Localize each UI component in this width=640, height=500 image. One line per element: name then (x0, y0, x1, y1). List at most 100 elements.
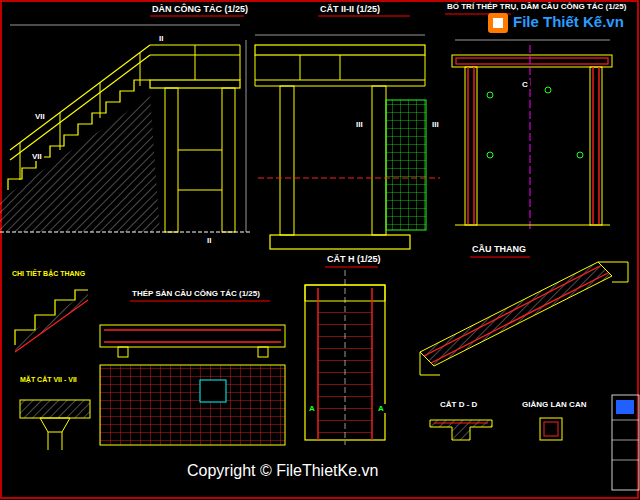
column-rebar (473, 67, 474, 225)
rib-section (40, 418, 70, 432)
view-title: CẦU THANG (470, 244, 528, 254)
section-mark: II (157, 34, 165, 43)
column-rebar (467, 67, 468, 225)
brace-section (540, 418, 562, 440)
rail-section (430, 420, 492, 440)
step-profile (15, 290, 88, 345)
rail-post (300, 55, 301, 80)
section-mark: C (520, 80, 530, 89)
title-underline (130, 301, 270, 302)
beam-rebar (456, 58, 608, 64)
rib-section (62, 432, 63, 450)
column (222, 88, 235, 232)
stair-rebar (420, 257, 628, 375)
hand-rail (10, 45, 150, 150)
slab-rebar (15, 300, 88, 352)
section-mark: A (376, 404, 386, 413)
view-title: BỐ TRÍ THÉP TRỤ, DẦM CẦU CÔNG TÁC (1/25) (445, 2, 628, 11)
rib-section (48, 432, 49, 450)
watermark: Copyright © FileThietKe.vn (185, 462, 380, 480)
callout-box (200, 380, 226, 402)
section-mark: III (430, 120, 441, 129)
section-mark: VII (33, 112, 47, 121)
support (258, 347, 268, 357)
column (372, 86, 386, 235)
tie-beam (178, 150, 222, 151)
rail-post (195, 45, 196, 80)
title-block (612, 395, 639, 490)
top-rebar (104, 329, 281, 330)
column-beam-rebar (445, 14, 612, 230)
title-block-row (612, 440, 639, 441)
view-title: CẮT II-II (1/25) (318, 4, 382, 14)
rebar-marker (545, 87, 551, 93)
title-block-logo (616, 400, 634, 414)
center-line (530, 45, 531, 230)
rail-rebar (434, 423, 488, 424)
deck-beam (100, 325, 285, 347)
title-block-frame (612, 395, 639, 490)
landing (598, 262, 628, 282)
title-block-row (612, 460, 639, 461)
section-mark: II (205, 236, 213, 245)
beam-outline (452, 55, 612, 67)
column (165, 88, 178, 232)
title-underline (325, 267, 378, 268)
dimension-line (246, 40, 247, 232)
rail-post (20, 143, 21, 180)
view-title: GIẰNG LAN CAN (520, 400, 588, 409)
title-underline (318, 16, 410, 17)
tie-beam (178, 190, 222, 191)
ground-line (0, 232, 250, 233)
top-rail (255, 45, 425, 55)
center-line (345, 270, 346, 445)
water-level (258, 178, 440, 179)
support (118, 347, 128, 357)
title-underline (470, 257, 530, 258)
column-rebar (592, 67, 593, 225)
column-outline (590, 67, 602, 225)
main-rebar (317, 288, 318, 440)
footing (270, 235, 410, 249)
platform-slab (150, 80, 240, 88)
column-rebar (598, 67, 599, 225)
section-2-2 (255, 16, 440, 249)
slab-mesh (100, 365, 285, 445)
base-line (455, 225, 610, 226)
rail-post (255, 55, 256, 86)
column (280, 86, 294, 235)
watermark-icon (493, 18, 503, 28)
view-title: CẮT H (1/25) (325, 254, 383, 264)
brace-rebar (544, 422, 558, 436)
section-h (305, 267, 385, 445)
title-underline (150, 16, 244, 17)
watermark: File Thiết Kế.vn (511, 13, 626, 30)
dimension-line (455, 40, 610, 41)
step-hatch (15, 292, 88, 352)
hand-rail (10, 55, 150, 160)
rail-post (240, 45, 241, 80)
rail-post (425, 55, 426, 86)
stair-step-detail (15, 290, 88, 352)
section-mark: III (354, 120, 365, 129)
main-rebar (371, 288, 372, 440)
stair-slab (420, 262, 612, 366)
watermark-icon (488, 13, 508, 33)
ladder-grid (386, 100, 426, 230)
bottom-rebar (104, 341, 281, 342)
view-title: MẶT CẮT VII - VII (18, 376, 79, 384)
working-platform-elevation (0, 16, 250, 232)
column-outline (465, 67, 477, 225)
rebar-marker (577, 152, 583, 158)
view-title: THÉP SÀN CẦU CÔNG TÁC (1/25) (130, 289, 262, 298)
stair-base (420, 352, 440, 375)
rail-post (60, 113, 61, 150)
rail-post (340, 55, 341, 80)
rebar-marker (487, 92, 493, 98)
section-mark: A (307, 404, 317, 413)
stair-rebar (424, 266, 600, 356)
railing-brace (540, 418, 562, 440)
